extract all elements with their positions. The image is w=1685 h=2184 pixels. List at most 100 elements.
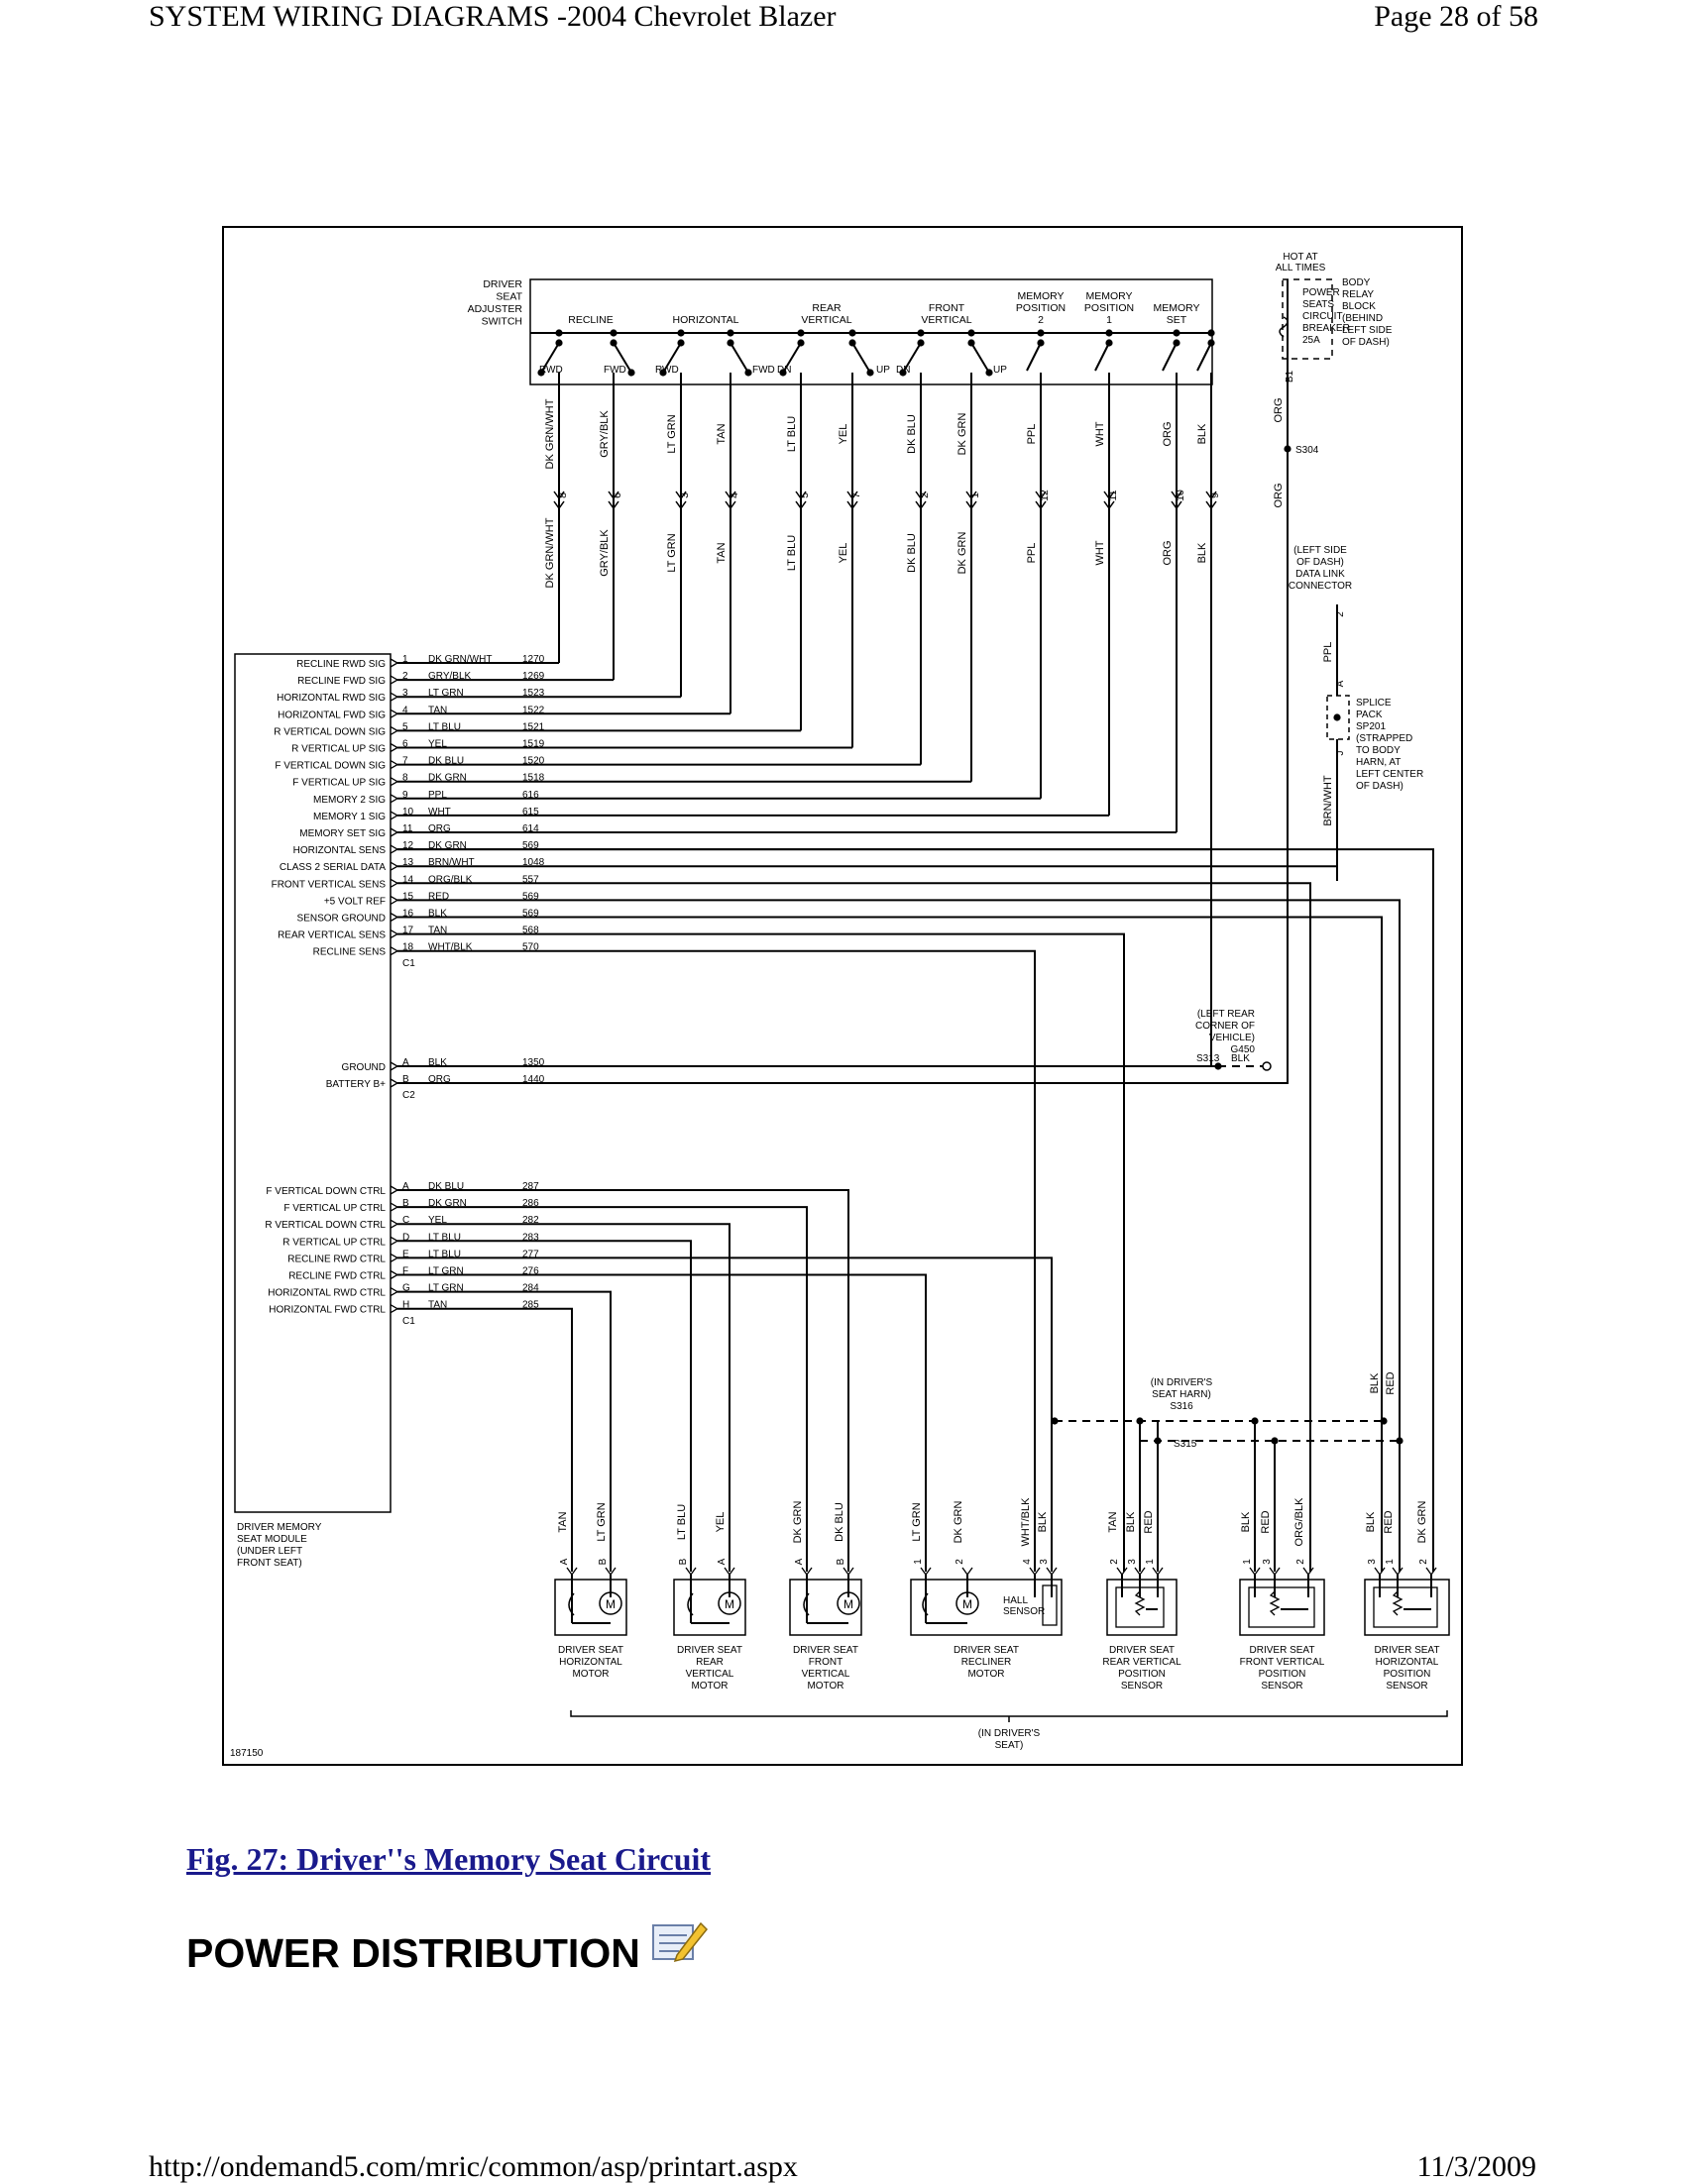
switch-group-label: HORIZONTAL (673, 314, 739, 326)
switch-group-label: 1 (1106, 314, 1112, 326)
wire-color-label: LT GRN (596, 1502, 608, 1541)
c1-top-signal-label: MEMORY 2 SIG (313, 795, 386, 806)
switch-blade (1094, 342, 1110, 372)
component-name-label: HORIZONTAL (559, 1657, 622, 1668)
splice-pack-label: PACK (1356, 710, 1383, 720)
circuit-breaker-label: BREAKER (1302, 323, 1350, 334)
component-box (1364, 1579, 1450, 1636)
wire-color-label: RED (428, 891, 449, 902)
motor-control-wire (397, 1290, 612, 1572)
pin-symbol (390, 1219, 399, 1229)
pin-number: 8 (402, 773, 408, 784)
connector-symbol (1171, 491, 1182, 500)
circuit-number: 568 (522, 926, 539, 936)
figure-caption-link[interactable]: Fig. 27: Driver''s Memory Seat Circuit (186, 1841, 712, 1877)
switch-contact (677, 329, 685, 337)
wire-color-label: DK GRN (428, 1198, 467, 1209)
c1-bottom-signal-label: F VERTICAL DOWN CTRL (266, 1186, 386, 1197)
motor-control-wire (397, 1189, 849, 1572)
circuit-number: 569 (522, 891, 539, 902)
splice-pack-label: SPLICE (1356, 698, 1392, 709)
pin-number: 3 (1127, 1559, 1138, 1565)
motor-control-wire (397, 1307, 573, 1572)
c1-top-signal-label: CLASS 2 SERIAL DATA (280, 862, 386, 873)
switch-contact-label: FWD (752, 365, 775, 376)
wire-color-label: DK GRN/WHT (428, 654, 492, 665)
circuit-number: 287 (522, 1181, 539, 1192)
hall-sensor-label: SENSOR (1003, 1606, 1045, 1617)
circuit-number: 1523 (522, 688, 545, 699)
pin-symbol (390, 946, 399, 956)
wire-color-label: ORG (1273, 397, 1285, 422)
wire-color-label: TAN (716, 542, 728, 563)
wire-color-label: YEL (428, 739, 447, 750)
switch-group-label: REAR (812, 302, 842, 314)
c1-top-signal-label: SENSOR GROUND (297, 914, 386, 925)
connector-symbol (795, 491, 807, 500)
splice-label: S315 (1174, 1439, 1197, 1450)
switch-contact (1207, 329, 1215, 337)
diagram-frame (222, 226, 1463, 1766)
connector-symbol (725, 500, 736, 510)
switch-group-label: 2 (1038, 314, 1044, 326)
wire-color-label: WHT (1094, 540, 1106, 565)
hot-at-all-times-label: HOT AT (1283, 252, 1317, 263)
wire-color-label: PPL (1026, 543, 1038, 564)
switch-title-label: DRIVER (483, 278, 522, 290)
c1-bottom-signal-label: RECLINE FWD CTRL (288, 1271, 386, 1282)
motor-symbol (599, 1591, 622, 1615)
wire-color-label: TAN (557, 1511, 569, 1532)
switch-contact (659, 369, 667, 377)
circuit-breaker-label: POWER (1302, 287, 1340, 298)
wire-color-label: LT BLU (428, 721, 461, 732)
switch-group-label: MEMORY (1085, 290, 1132, 302)
wire-color-label: ORG (1273, 483, 1285, 507)
component-name-label: SENSOR (1386, 1681, 1427, 1692)
c1-top-signal-label: RECLINE SENS (313, 947, 387, 958)
component-box (554, 1579, 627, 1636)
component-name-label: DRIVER SEAT (558, 1645, 623, 1656)
c1-top-signal-label: RECLINE FWD SIG (297, 676, 386, 687)
connector-pin-label: 7 (850, 492, 862, 498)
pin-symbol (390, 1269, 399, 1280)
wire-color-label: DK GRN/WHT (544, 398, 556, 469)
page-footer-date: 11/3/2009 (1416, 2150, 1536, 2183)
ground-g450-symbol (1262, 1061, 1272, 1071)
connector-symbol (965, 491, 977, 500)
pin-symbol (390, 1078, 399, 1088)
wire-color-label: DK GRN (428, 773, 467, 784)
pin-number: 2 (955, 1559, 965, 1565)
wire-color-label: RED (1260, 1510, 1272, 1533)
pin-symbol (390, 929, 399, 939)
pin-number: A (402, 1181, 409, 1192)
component-box (910, 1579, 1063, 1636)
wire-color-label: BLK (1365, 1511, 1377, 1532)
ground-location-label: VEHICLE) (1209, 1033, 1255, 1043)
pin-symbol (390, 709, 399, 718)
splice-pack-dot (1333, 713, 1341, 721)
wire-color-label: ORG/BLK (1293, 1497, 1305, 1547)
pin-symbol (390, 827, 399, 837)
switch-blade (1196, 342, 1212, 372)
splice-s316 (1051, 1417, 1059, 1425)
pin-symbol (390, 895, 399, 905)
memory-seat-module-label: DRIVER MEMORY (237, 1522, 322, 1533)
switch-blade (613, 342, 632, 374)
circuit-number: 1518 (522, 773, 545, 784)
wire-color-label: DK GRN (792, 1501, 804, 1544)
edit-note-icon[interactable] (649, 1915, 711, 1965)
circuit-number: 286 (522, 1198, 539, 1209)
switch-group-label: POSITION (1084, 302, 1134, 314)
connector-pin-label: A (1335, 680, 1346, 687)
connector-symbol (1205, 491, 1217, 500)
c1-top-signal-label: HORIZONTAL FWD SIG (278, 710, 386, 720)
connector-symbol (915, 491, 927, 500)
component-name-label: VERTICAL (686, 1669, 734, 1680)
connector-pin-label: J (1335, 751, 1346, 756)
wire-color-label: ORG/BLK (428, 874, 473, 885)
c1-bottom-signal-label: F VERTICAL UP CTRL (283, 1203, 386, 1214)
body-relay-block-label: RELAY (1342, 289, 1374, 300)
pin-symbol (390, 658, 399, 668)
pin-number: 1 (1242, 1559, 1253, 1565)
